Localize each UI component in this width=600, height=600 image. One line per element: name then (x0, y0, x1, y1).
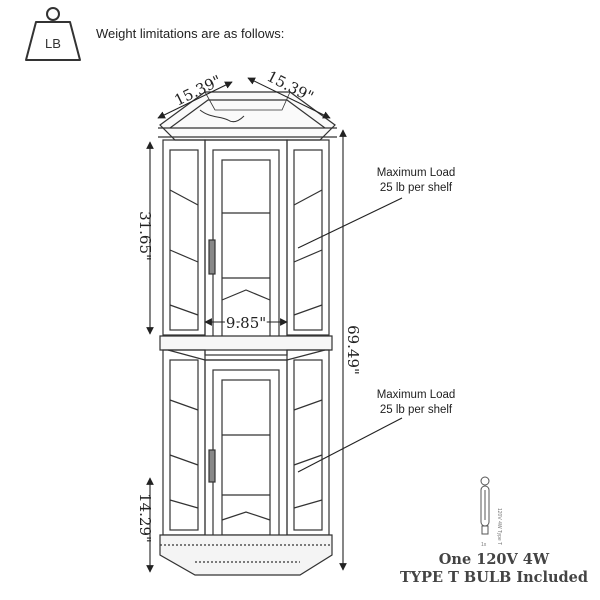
light-bulb-icon: 120V 4W Type T 1x (480, 476, 502, 548)
lower-load-value: 25 lb per shelf (379, 404, 453, 416)
bulb-caption-line1: One 120V 4W (438, 551, 550, 568)
door-width-label: 9.85" (226, 314, 266, 332)
cabinet-waist (159, 335, 333, 351)
dimension-lines (146, 77, 403, 573)
upper-height-label: 31.65" (136, 211, 154, 261)
weight-lb-icon: LB (25, 7, 81, 61)
lower-load-title: Maximum Load (376, 389, 456, 401)
upper-load-value: 25 lb per shelf (379, 182, 453, 194)
upper-door-handle (208, 239, 216, 275)
corner-cabinet (158, 91, 337, 576)
svg-text:120V 4W Type T: 120V 4W Type T (496, 508, 502, 545)
weight-header: Weight limitations are as follows: (96, 26, 285, 41)
total-height-label: 69.49" (344, 325, 362, 375)
lower-load-label: Maximum Load 25 lb per shelf (356, 388, 476, 418)
cabinet-base (159, 534, 333, 576)
bulb-caption-line2: TYPE T BULB Included (399, 569, 589, 586)
upper-load-title: Maximum Load (376, 167, 456, 179)
svg-text:1x: 1x (481, 542, 487, 548)
upper-load-label: Maximum Load 25 lb per shelf (356, 166, 476, 196)
lower-door-handle (208, 449, 216, 483)
weight-icon-label: LB (45, 36, 61, 51)
bulb-caption: One 120V 4W TYPE T BULB Included (394, 551, 594, 587)
base-height-label: 14.29" (136, 493, 154, 543)
